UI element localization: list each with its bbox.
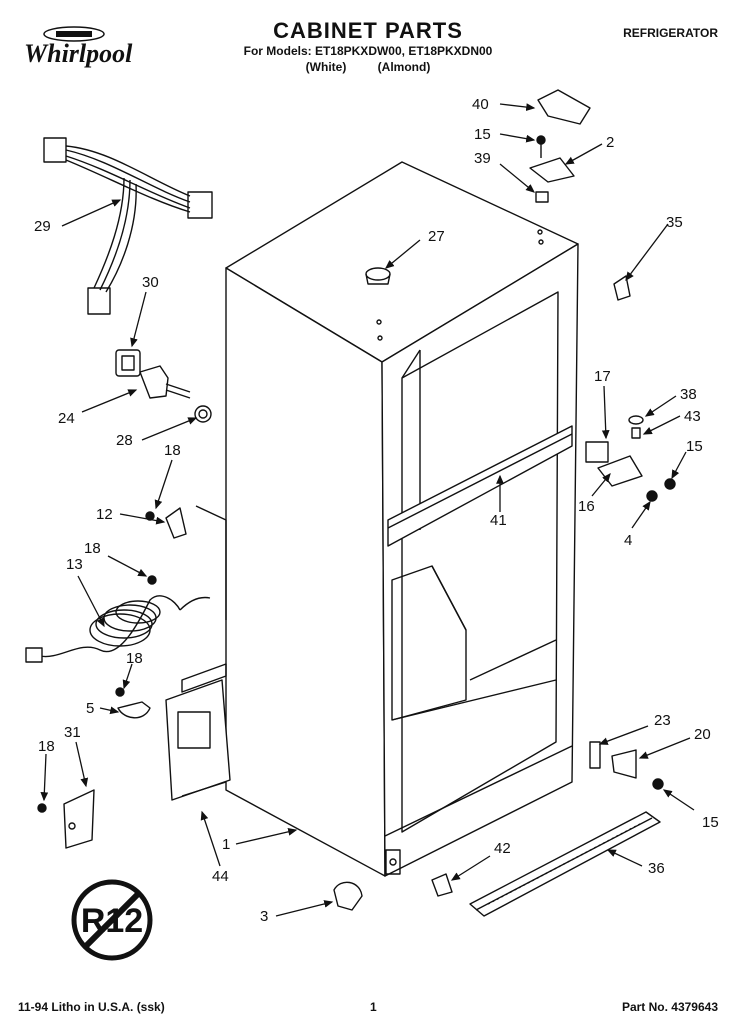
divider-rail — [387, 425, 573, 547]
callout-29: 29 — [34, 218, 51, 235]
callout-2: 2 — [606, 134, 615, 151]
whirlpool-logo: Whirlpool — [24, 26, 133, 68]
callout-13: 13 — [66, 556, 83, 573]
callout-27: 27 — [428, 228, 445, 245]
callout-20: 20 — [694, 726, 711, 743]
power-cord — [25, 575, 211, 663]
page-title: CABINET PARTS — [273, 18, 463, 43]
kickplate — [469, 811, 661, 917]
callout-44: 44 — [212, 868, 229, 885]
r12-badge: R12 — [71, 879, 153, 961]
callout-15-top-screw: 15 — [474, 126, 491, 143]
callout-12: 12 — [96, 506, 113, 523]
callout-35: 35 — [666, 214, 683, 231]
model-numbers: For Models: ET18PKXDW00, ET18PKXDN00 — [243, 44, 493, 58]
callout-43: 43 — [684, 408, 701, 425]
callout-15-bottom-screw: 15 — [702, 814, 719, 831]
svg-text:R12: R12 — [81, 902, 143, 940]
callout-42: 42 — [494, 840, 511, 857]
brand-name: Whirlpool — [24, 39, 133, 68]
color-variants: (White) (Almond) — [0, 60, 736, 74]
wire-harness — [43, 137, 213, 315]
callout-23: 23 — [654, 712, 671, 729]
product-category: REFRIGERATOR — [623, 26, 718, 40]
callout-18-clamp-screw: 18 — [126, 650, 143, 667]
callout-31: 31 — [64, 724, 81, 741]
callout-38: 38 — [680, 386, 697, 403]
leader-lines — [40, 103, 695, 917]
callout-18-cord-screw: 18 — [84, 540, 101, 557]
callout-24: 24 — [58, 410, 75, 427]
callout-5: 5 — [86, 700, 95, 717]
callout-40: 40 — [472, 96, 489, 113]
callout-30: 30 — [142, 274, 159, 291]
callout-15-hinge-screw: 15 — [686, 438, 703, 455]
footer-page-number: 1 — [370, 1000, 377, 1014]
variant-almond: (Almond) — [377, 60, 431, 74]
callout-39: 39 — [474, 150, 491, 167]
callout-41: 41 — [490, 512, 507, 529]
callout-4: 4 — [624, 532, 633, 549]
callout-3: 3 — [260, 908, 269, 925]
callout-1: 1 — [222, 836, 231, 853]
variant-white: (White) — [305, 60, 347, 74]
callout-16: 16 — [578, 498, 595, 515]
footer-part-number: Part No. 4379643 — [621, 1000, 718, 1014]
footer-print-info: 11-94 Litho in U.S.A. (ssk) — [18, 1000, 165, 1014]
callout-17: 17 — [594, 368, 611, 385]
callout-28: 28 — [116, 432, 133, 449]
callout-36: 36 — [648, 860, 665, 877]
cabinet-shell — [225, 161, 579, 877]
callout-18-cover-screw: 18 — [38, 738, 55, 755]
callout-18-bracket-screw: 18 — [164, 442, 181, 459]
